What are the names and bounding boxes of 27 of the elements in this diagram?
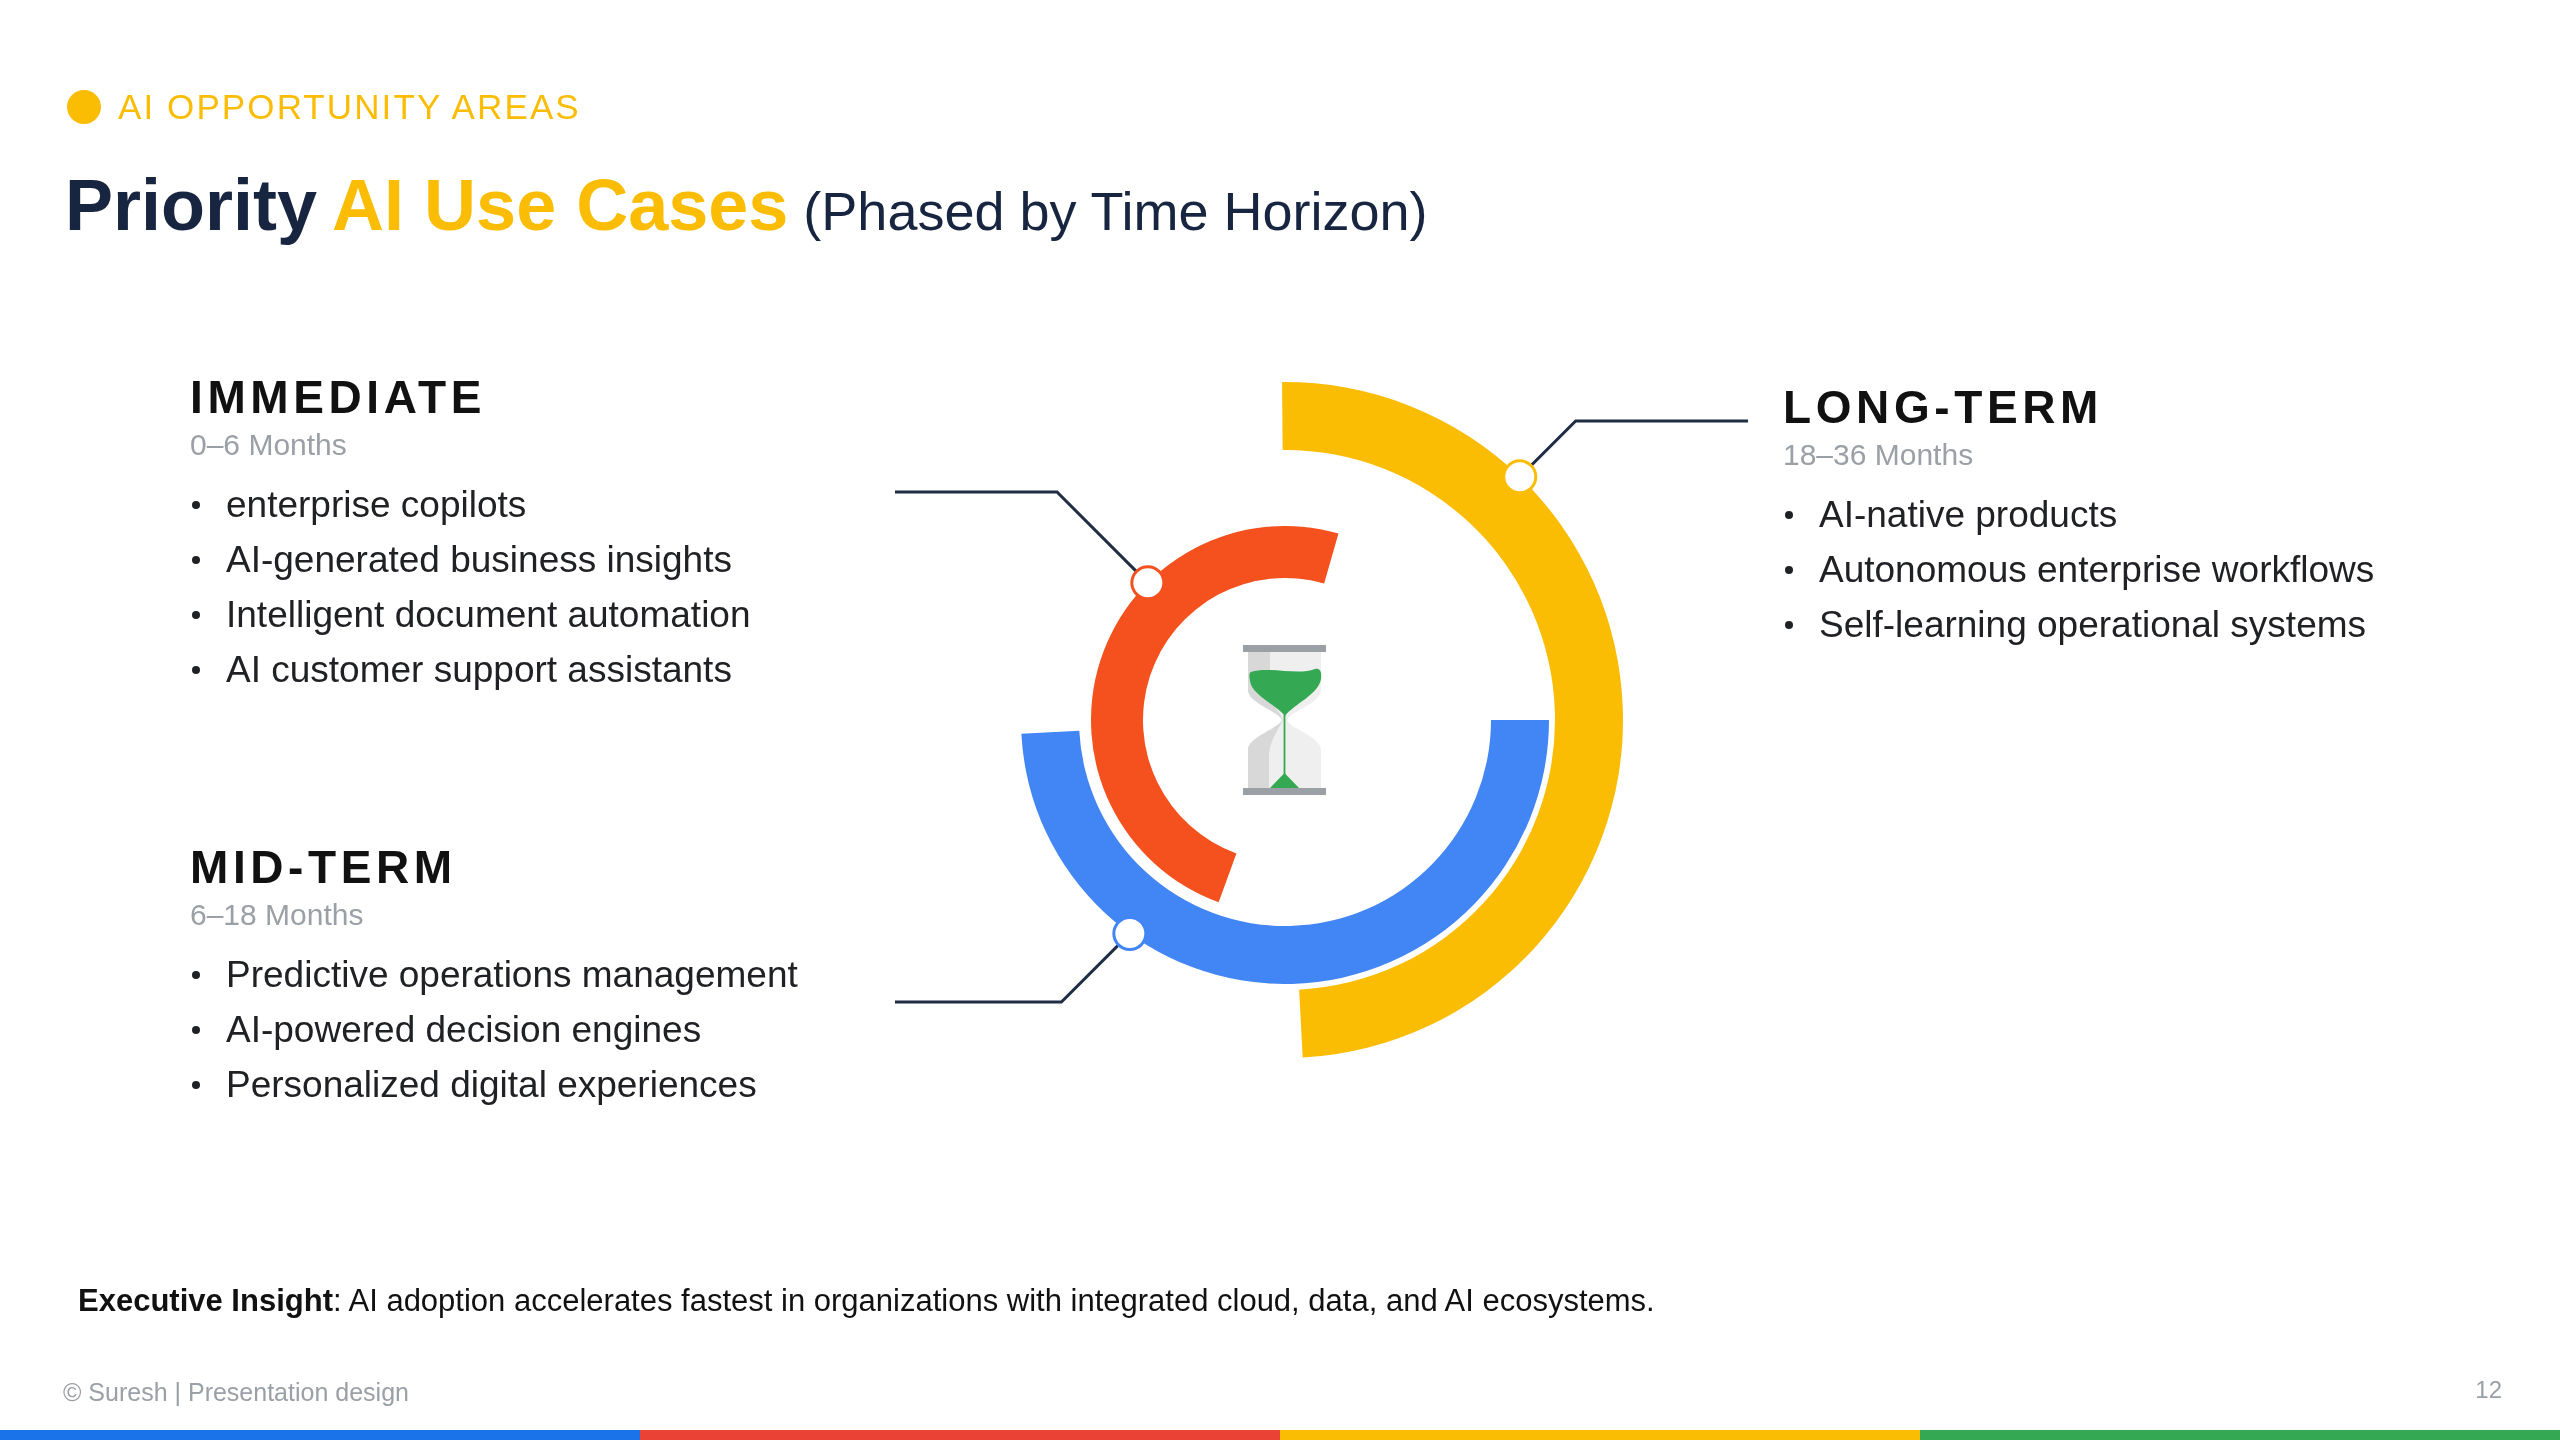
list-item-text: Predictive operations management: [226, 952, 798, 997]
list-item-text: Intelligent document automation: [226, 592, 751, 637]
phase-heading: LONG-TERM: [1783, 382, 2103, 432]
list-item-text: AI-powered decision engines: [226, 1007, 702, 1052]
list-item-text: Personalized digital experiences: [226, 1062, 757, 1107]
list-item-text: Self-learning operational systems: [1819, 602, 2367, 647]
list-item-text: AI customer support assistants: [226, 647, 732, 692]
list-item-text: Autonomous enterprise workflows: [1819, 547, 2375, 592]
leader-line: [1502, 419, 1748, 495]
list-item-text: AI-native products: [1819, 492, 2118, 537]
section-eyebrow: AI OPPORTUNITY AREAS: [118, 87, 581, 127]
page-number: 12: [2475, 1375, 2502, 1405]
phase-heading: IMMEDIATE: [190, 372, 487, 422]
ring-arc: [1091, 526, 1339, 903]
leader-line: [895, 490, 1166, 601]
time-range: 18–36 Months: [1783, 437, 1974, 473]
list-item-text: AI-generated business insights: [226, 537, 732, 582]
list-item-text: enterprise copilots: [226, 482, 527, 527]
footer-credit: © Suresh | Presentation design: [63, 1377, 409, 1407]
insight-note: Executive Insight: AI adoption accelerates fastest in organizations with integrated cloud, data, and AI ecosystems.: [78, 1282, 1655, 1320]
time-range: 0–6 Months: [190, 427, 347, 463]
page-title: Priority AI Use Cases (Phased by Time Horizon): [65, 169, 1428, 247]
ring-arc: [1021, 720, 1549, 984]
phase-heading: MID-TERM: [190, 842, 457, 892]
ring-arc: [1282, 382, 1623, 1058]
leader-line: [895, 916, 1148, 1004]
time-range: 6–18 Months: [190, 897, 364, 933]
